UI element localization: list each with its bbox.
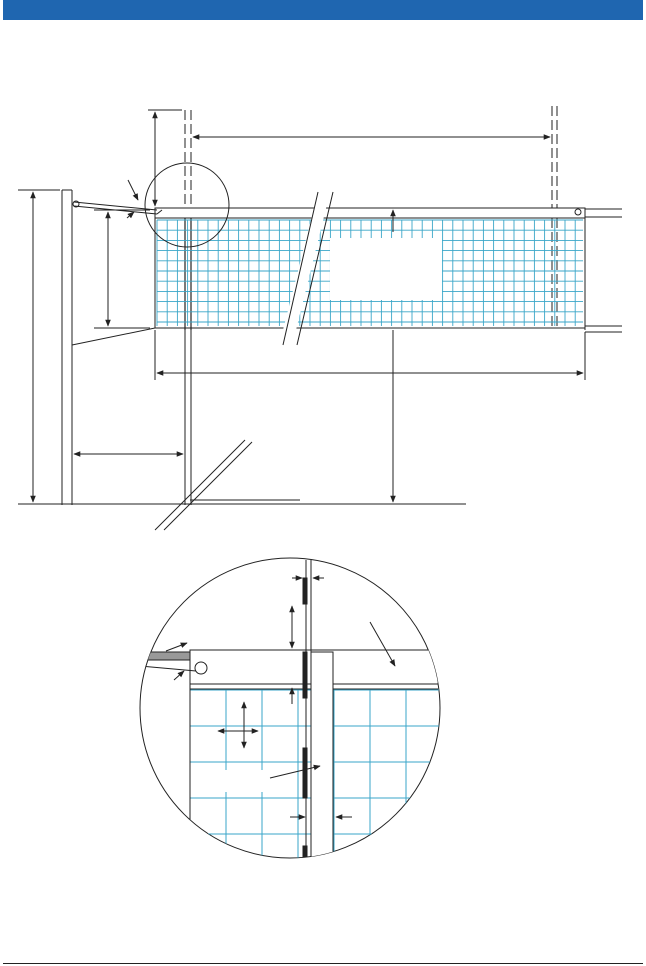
break-lines (282, 191, 334, 346)
detail-callout-circle (144, 162, 230, 248)
net-elevation-view (18, 106, 622, 505)
dimension-net-height (94, 209, 150, 329)
net-label-box (330, 238, 442, 300)
dimension-antenna-height (148, 109, 182, 207)
detail-view (139, 557, 441, 859)
dimension-total-height (18, 189, 60, 503)
left-post (61, 189, 73, 505)
dimension-net-length (154, 330, 586, 380)
footer-rule (3, 963, 643, 964)
header-bar (3, 0, 643, 20)
